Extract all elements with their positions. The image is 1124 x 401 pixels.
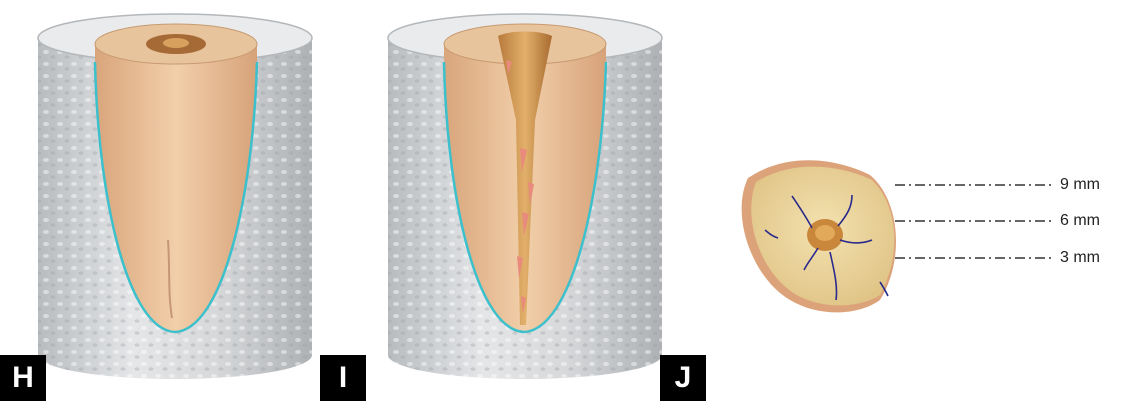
panel-label-j: J	[660, 355, 706, 401]
panel-label-i: I	[320, 355, 366, 401]
panel-j-root-section	[742, 160, 896, 312]
level-label-6mm: 6 mm	[1060, 212, 1100, 230]
level-label-3mm: 3 mm	[1060, 249, 1100, 267]
panel-label-h: H	[0, 355, 46, 401]
section-level-lines	[895, 185, 1052, 258]
level-label-9mm: 9 mm	[1060, 176, 1100, 194]
